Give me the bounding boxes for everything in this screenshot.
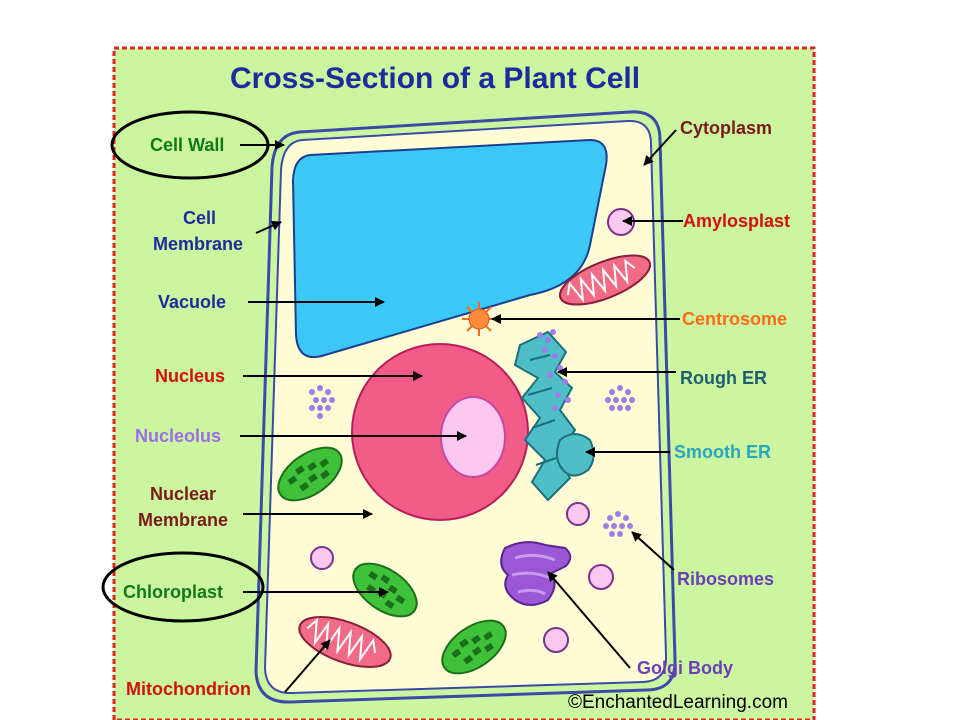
chloroplast-upper-left — [277, 446, 343, 502]
golgi-body — [500, 541, 572, 606]
label-nucleolus: Nucleolus — [135, 426, 221, 446]
label-smooth-er: Smooth ER — [674, 442, 771, 462]
label-cell-membrane-line1: Cell — [183, 208, 216, 228]
cell-wall-highlight-oval — [110, 110, 270, 180]
label-vacuole: Vacuole — [158, 292, 226, 312]
label-cell-membrane-line2: Membrane — [153, 234, 243, 254]
label-centrosome: Centrosome — [682, 309, 787, 329]
diagram-title: Cross-Section of a Plant Cell — [230, 62, 640, 95]
label-nucleus: Nucleus — [155, 366, 225, 386]
label-nuclear-membrane-line1: Nuclear — [150, 484, 216, 504]
mitochondrion-lower — [298, 616, 392, 668]
label-ribosomes: Ribosomes — [677, 569, 774, 589]
label-cytoplasm: Cytoplasm — [680, 118, 772, 138]
label-chloroplast: Chloroplast — [123, 582, 223, 602]
rough-er — [513, 330, 577, 502]
vesicles — [310, 502, 614, 653]
centrosome — [462, 302, 496, 336]
chloroplast-highlight-oval — [101, 551, 265, 623]
mitochondrion-upper — [558, 254, 652, 306]
chloroplast-lower — [441, 619, 507, 675]
ribosomes-left — [309, 385, 335, 419]
ribosomes-right — [605, 385, 635, 411]
label-nuclear-membrane-line2: Membrane — [138, 510, 228, 530]
label-golgi-body: Golgi Body — [637, 658, 733, 678]
label-mitochondrion: Mitochondrion — [126, 679, 251, 699]
credit-text: ©EnchantedLearning.com — [568, 692, 788, 713]
smooth-er — [555, 433, 595, 477]
label-amylosplast: Amylosplast — [683, 211, 790, 231]
nucleus — [351, 343, 529, 521]
label-cell-wall: Cell Wall — [150, 135, 224, 155]
leader-lines — [240, 129, 683, 693]
label-rough-er: Rough ER — [680, 368, 767, 388]
ribosomes-lower-right — [603, 511, 633, 537]
